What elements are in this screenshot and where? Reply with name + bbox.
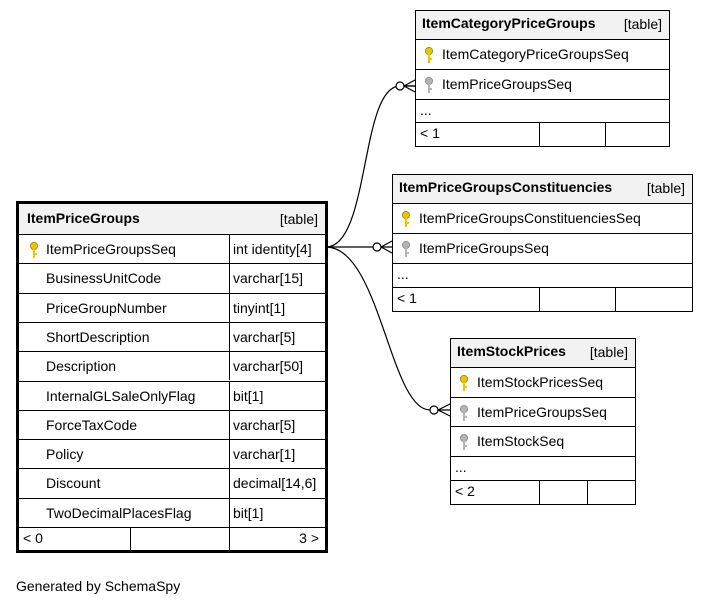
column-name: ItemPriceGroupsConstituenciesSeq (419, 210, 641, 226)
table-footer: < 1 (393, 287, 692, 311)
table-name: ItemCategoryPriceGroups (422, 15, 596, 31)
column-row[interactable]: TwoDecimalPlacesFlag bit[1] (19, 497, 325, 527)
column-type: bit[1] (233, 504, 264, 521)
column-row[interactable]: ShortDescription varchar[5] (19, 321, 325, 352)
table-header: ItemCategoryPriceGroups [table] (416, 11, 669, 39)
table-type-label: [table] (589, 344, 628, 360)
primary-key-icon (401, 210, 411, 228)
edge-to-item-stock-prices (325, 246, 450, 411)
more-columns-row: ... (451, 456, 635, 480)
ellipsis: ... (455, 459, 467, 475)
column-name: ItemStockSeq (477, 433, 565, 449)
column-type: varchar[5] (233, 328, 296, 345)
column-name: TwoDecimalPlacesFlag (46, 504, 192, 521)
column-name: ForceTaxCode (46, 416, 138, 433)
column-row[interactable]: ItemPriceGroupsSeq int identity[4] (19, 234, 325, 264)
footer-right: 3 > (299, 530, 319, 546)
column-type: decimal[14,6] (233, 475, 317, 492)
table-name: ItemStockPrices (457, 343, 566, 359)
column-name: ItemPriceGroupsSeq (419, 240, 549, 256)
foreign-key-icon (459, 404, 469, 422)
foreign-key-icon (424, 76, 434, 94)
column-type: varchar[15] (233, 270, 304, 287)
generated-by-label: Generated by SchemaSpy (16, 578, 181, 594)
column-type: int identity[4] (233, 241, 312, 257)
column-name: ItemPriceGroupsSeq (477, 404, 607, 420)
table-header: ItemStockPrices [table] (451, 339, 635, 367)
primary-key-icon (459, 374, 469, 392)
column-name: Discount (46, 475, 101, 492)
column-row[interactable]: ItemPriceGroupsConstituenciesSeq (393, 203, 692, 233)
footer-left: < 0 (23, 530, 43, 546)
edge-marker-1 (395, 81, 405, 91)
column-row[interactable]: ItemCategoryPriceGroupsSeq (416, 39, 669, 69)
foreign-key-icon (459, 433, 469, 451)
edge-marker-2 (372, 242, 382, 252)
table-item-price-groups[interactable]: ItemPriceGroups [table] ItemPriceGroupsS… (16, 201, 328, 553)
column-row[interactable]: ItemStockPricesSeq (451, 367, 635, 397)
primary-key-icon (29, 241, 39, 259)
edge-to-item-category-price-groups (325, 85, 415, 248)
ellipsis: ... (420, 102, 432, 118)
column-name: Policy (46, 446, 84, 463)
table-item-category-price-groups[interactable]: ItemCategoryPriceGroups [table] ItemCate… (415, 10, 670, 147)
column-type: varchar[50] (233, 358, 304, 375)
column-type: varchar[1] (233, 446, 296, 463)
footer-left: < 1 (420, 125, 440, 141)
table-footer: < 2 (451, 480, 635, 504)
column-name: Description (46, 358, 117, 375)
ellipsis: ... (397, 266, 409, 282)
column-name: ItemCategoryPriceGroupsSeq (442, 46, 629, 62)
footer-left: < 1 (397, 290, 417, 306)
column-row[interactable]: BusinessUnitCode varchar[15] (19, 263, 325, 293)
table-name: ItemPriceGroupsConstituencies (399, 179, 613, 195)
column-row[interactable]: Discount decimal[14,6] (19, 468, 325, 498)
column-row[interactable]: InternalGLSaleOnlyFlag bit[1] (19, 380, 325, 410)
more-columns-row: ... (416, 99, 669, 122)
column-type: varchar[5] (233, 416, 296, 433)
primary-key-icon (424, 46, 434, 64)
table-header: ItemPriceGroups [table] (19, 204, 325, 234)
column-row[interactable]: Description varchar[50] (19, 351, 325, 381)
table-type-label: [table] (279, 211, 318, 227)
column-row[interactable]: ItemPriceGroupsSeq (451, 397, 635, 426)
edge-marker-3 (429, 405, 439, 415)
table-name: ItemPriceGroups (27, 210, 140, 226)
column-name: ItemPriceGroupsSeq (442, 76, 572, 92)
footer-left: < 2 (455, 483, 475, 499)
column-row[interactable]: PriceGroupNumber tinyint[1] (19, 292, 325, 322)
column-row[interactable]: ItemPriceGroupsSeq (416, 69, 669, 99)
table-type-label: [table] (646, 180, 685, 196)
table-item-price-groups-constituencies[interactable]: ItemPriceGroupsConstituencies [table] It… (392, 174, 693, 312)
column-name: ItemPriceGroupsSeq (46, 241, 176, 257)
column-row[interactable]: ItemStockSeq (451, 426, 635, 456)
column-name: ShortDescription (46, 328, 150, 345)
column-row[interactable]: ItemPriceGroupsSeq (393, 233, 692, 263)
column-type: tinyint[1] (233, 299, 286, 316)
column-name: ItemStockPricesSeq (477, 374, 604, 390)
column-name: BusinessUnitCode (46, 270, 162, 287)
column-name: InternalGLSaleOnlyFlag (46, 387, 196, 404)
column-row[interactable]: ForceTaxCode varchar[5] (19, 409, 325, 440)
column-name: PriceGroupNumber (46, 299, 167, 316)
table-footer: < 1 (416, 122, 669, 146)
table-footer: < 0 3 > (19, 527, 325, 551)
column-row[interactable]: Policy varchar[1] (19, 439, 325, 469)
table-header: ItemPriceGroupsConstituencies [table] (393, 175, 692, 203)
table-type-label: [table] (623, 16, 662, 32)
foreign-key-icon (401, 240, 411, 258)
table-item-stock-prices[interactable]: ItemStockPrices [table] ItemStockPricesS… (450, 338, 636, 505)
column-type: bit[1] (233, 387, 264, 404)
more-columns-row: ... (393, 263, 692, 287)
